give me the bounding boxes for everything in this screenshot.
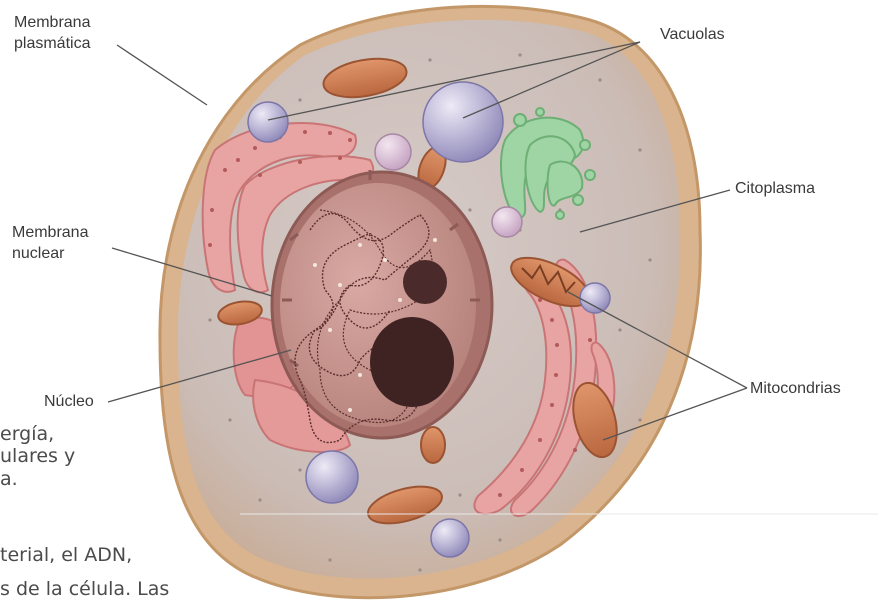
vacuole xyxy=(375,134,411,170)
label-membrana-nuclear-line1: Membrana xyxy=(12,222,88,243)
nucleoplasm xyxy=(280,183,476,427)
vacuole xyxy=(306,451,358,503)
label-membrana-plasmatica-line1: Membrana xyxy=(14,12,90,33)
vacuole xyxy=(580,283,610,313)
body-text-fragment: terial, el ADN, xyxy=(0,544,132,566)
nucleus xyxy=(272,170,492,443)
vacuole xyxy=(492,207,522,237)
label-membrana-nuclear: Membrana nuclear xyxy=(12,222,88,264)
vacuole xyxy=(431,519,469,557)
label-membrana-nuclear-line2: nuclear xyxy=(12,243,88,264)
nucleolus xyxy=(370,317,454,407)
vacuole xyxy=(423,82,503,162)
label-vacuolas: Vacuolas xyxy=(660,24,725,45)
label-citoplasma: Citoplasma xyxy=(735,178,815,199)
label-nucleo: Núcleo xyxy=(44,391,94,412)
mitochondrion xyxy=(421,427,445,463)
body-text-fragment: ergía, xyxy=(0,423,54,445)
leader-membrana-plasmatica xyxy=(117,45,207,105)
body-text-fragment: s de la célula. Las xyxy=(0,578,169,600)
label-membrana-plasmatica: Membrana plasmática xyxy=(14,12,90,54)
label-membrana-plasmatica-line2: plasmática xyxy=(14,33,90,54)
vacuole xyxy=(248,102,288,142)
label-mitocondrias: Mitocondrias xyxy=(750,378,841,399)
body-text-fragment: a. xyxy=(0,468,18,490)
body-text-fragment: ulares y xyxy=(0,445,75,467)
